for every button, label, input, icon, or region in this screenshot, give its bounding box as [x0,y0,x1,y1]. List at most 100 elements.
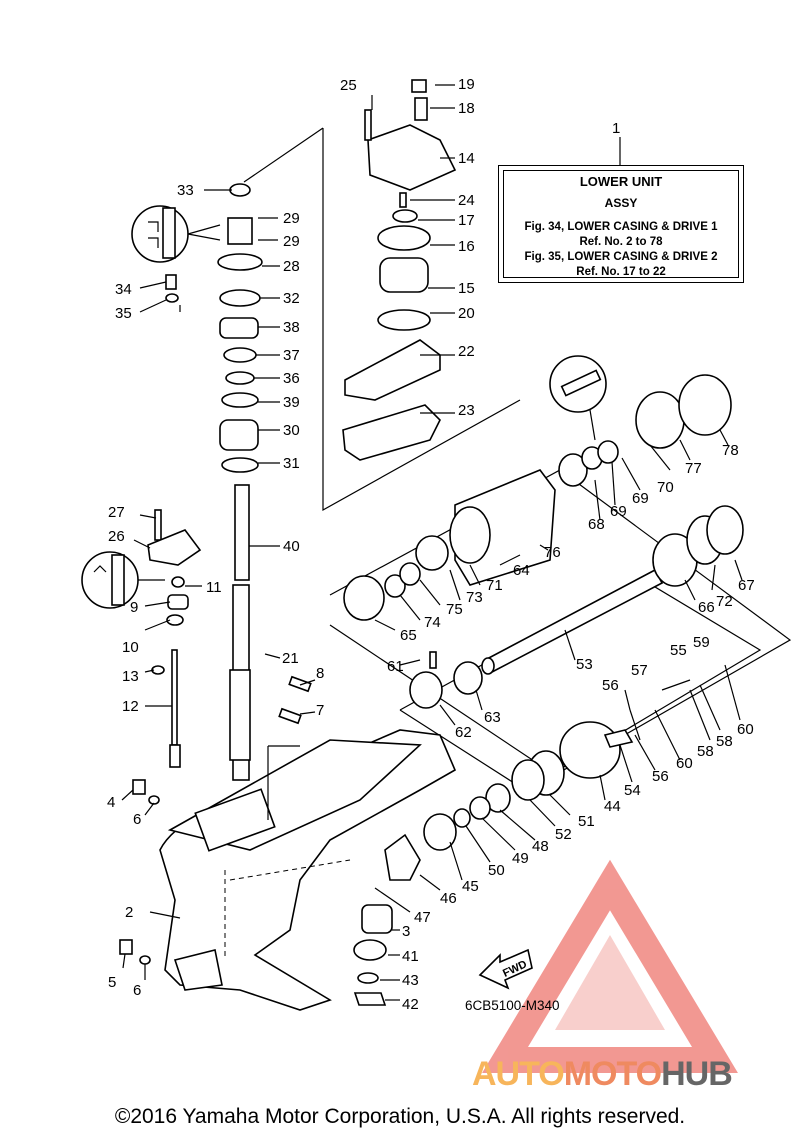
label-40: 40 [283,538,300,555]
label-62: 62 [455,724,472,741]
automotohub-logo: AUTOMOTOHUB [472,1055,733,1094]
label-46: 46 [440,890,457,907]
shaft-components-stack [217,183,263,473]
label-39: 39 [283,394,300,411]
lower-casing [159,729,457,1011]
label-16: 16 [458,238,475,255]
logo-part-moto: MOTO [563,1055,662,1093]
label-55: 55 [670,642,687,659]
label-64: 64 [513,562,530,579]
label-77: 77 [685,460,702,477]
label-67: 67 [738,577,755,594]
drawing-code: 6CB5100-M340 [465,998,560,1013]
label-26: 26 [108,528,125,545]
label-58a: 58 [697,743,714,760]
label-10: 10 [122,639,139,656]
label-30: 30 [283,422,300,439]
label-74: 74 [424,614,441,631]
label-29a: 29 [283,210,300,227]
label-59: 59 [693,634,710,651]
label-8: 8 [316,665,324,682]
label-7: 7 [316,702,324,719]
copyright-notice: ©2016 Yamaha Motor Corporation, U.S.A. A… [114,1105,686,1128]
label-57: 57 [631,662,648,679]
label-69a: 69 [610,503,627,520]
label-66: 66 [698,599,715,616]
label-60b: 60 [737,721,754,738]
label-14: 14 [458,150,475,167]
label-53: 53 [576,656,593,673]
label-23: 23 [458,402,475,419]
label-56b: 56 [652,768,669,785]
leader-lines [121,84,743,1001]
label-29b: 29 [283,233,300,250]
label-54: 54 [624,782,641,799]
label-9: 9 [130,599,138,616]
ref-box-title: LOWER UNIT [579,174,663,189]
drive-shaft [229,484,251,781]
label-3: 3 [402,923,410,940]
label-65: 65 [400,627,417,644]
label-33: 33 [177,182,194,199]
label-70: 70 [657,479,674,496]
label-35: 35 [115,305,132,322]
label-68: 68 [588,516,605,533]
label-19: 19 [458,76,475,93]
label-44: 44 [604,798,621,815]
label-25: 25 [340,77,357,94]
label-4: 4 [107,794,115,811]
label-6a: 6 [133,811,141,828]
ref-box-lines: Fig. 34, LOWER CASING & DRIVE 1 Ref. No.… [499,220,743,280]
label-41: 41 [402,948,419,965]
gear-bearing-parts [343,374,744,1006]
propeller-shaft [481,568,664,675]
label-34: 34 [115,281,132,298]
logo-part-auto: AUTO [472,1055,565,1093]
label-63: 63 [484,709,501,726]
label-60a: 60 [676,755,693,772]
label-47: 47 [414,909,431,926]
label-73: 73 [466,589,483,606]
fwd-arrow-icon: FWD [478,948,533,990]
label-76: 76 [544,544,561,561]
water-pump-group [342,79,457,461]
ref-box-subtitle: ASSY [604,196,638,210]
label-21: 21 [282,650,299,667]
detail-inset-icons [81,205,607,609]
label-28: 28 [283,258,300,275]
label-49: 49 [512,850,529,867]
label-61: 61 [387,658,404,675]
label-72: 72 [716,593,733,610]
label-45: 45 [462,878,479,895]
ref-line-1: Fig. 34, LOWER CASING & DRIVE 1 [524,221,718,233]
label-32: 32 [283,290,300,307]
label-12: 12 [122,698,139,715]
label-17: 17 [458,212,475,229]
ref-line-4: Ref. No. 17 to 22 [576,266,666,278]
ref-box-inner-frame [503,170,739,278]
label-24: 24 [458,192,475,209]
label-58b: 58 [716,733,733,750]
label-27: 27 [108,504,125,521]
label-75: 75 [446,601,463,618]
label-42: 42 [402,996,419,1013]
label-71: 71 [486,577,503,594]
part-number-labels: 2 3 4 5 6 6 7 8 9 10 11 12 13 14 15 16 1… [107,76,755,1013]
label-6b: 6 [133,982,141,999]
label-43: 43 [402,972,419,989]
label-36: 36 [283,370,300,387]
label-18: 18 [458,100,475,117]
label-37: 37 [283,347,300,364]
label-2: 2 [125,904,133,921]
label-11: 11 [206,579,222,596]
logo-part-hub: HUB [661,1055,733,1093]
ref-number: 1 [612,120,621,137]
label-48: 48 [532,838,549,855]
label-22: 22 [458,343,475,360]
label-50: 50 [488,862,505,879]
label-69b: 69 [632,490,649,507]
label-13: 13 [122,668,139,685]
label-56a: 56 [602,677,619,694]
ref-line-2: Ref. No. 2 to 78 [579,236,663,248]
